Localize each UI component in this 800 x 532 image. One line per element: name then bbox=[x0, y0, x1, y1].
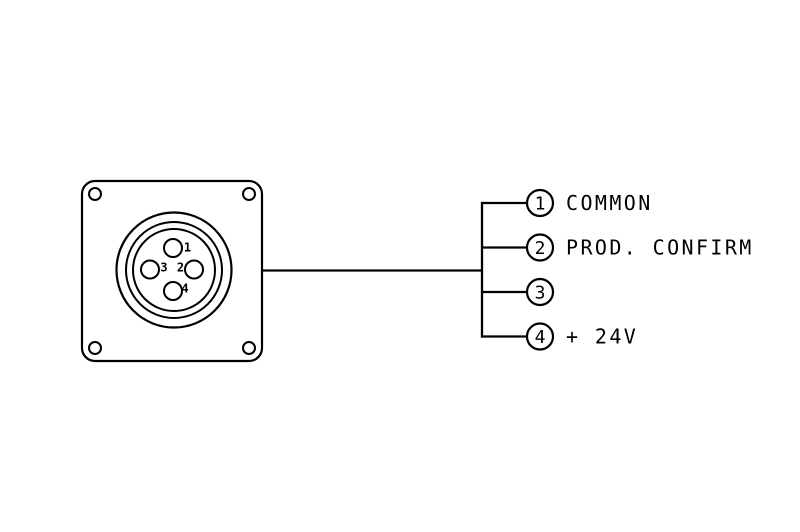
terminal-1: 1 COMMON bbox=[525, 188, 653, 218]
terminal-2-label: PROD. CONFIRM bbox=[566, 236, 754, 260]
pin-1-circle bbox=[163, 238, 183, 258]
terminal-4-number: 4 bbox=[535, 327, 546, 348]
faceplate-outline bbox=[80, 179, 264, 363]
mounting-hole-bottom-left bbox=[88, 341, 102, 355]
terminal-1-label: COMMON bbox=[566, 191, 653, 215]
pin-4-circle bbox=[163, 281, 183, 301]
pin-2-number: 2 bbox=[177, 261, 184, 275]
terminal-4: 4 + 24V bbox=[525, 322, 638, 351]
terminal-1-circle bbox=[525, 188, 555, 218]
pin-4-number: 4 bbox=[181, 282, 188, 296]
pin-1-number: 1 bbox=[184, 241, 191, 255]
terminal-3-circle bbox=[525, 277, 555, 307]
terminal-2-number: 2 bbox=[535, 238, 546, 259]
pin-2-circle bbox=[184, 259, 204, 280]
pin-2: 2 bbox=[177, 259, 204, 280]
connector-ring-middle bbox=[125, 221, 223, 319]
pin-1: 1 bbox=[163, 238, 191, 258]
terminal-1-number: 1 bbox=[535, 194, 546, 215]
terminal-2: 2 PROD. CONFIRM bbox=[525, 233, 754, 262]
terminal-2-circle bbox=[525, 233, 555, 262]
pin-4: 4 bbox=[163, 281, 189, 301]
mounting-hole-top-left bbox=[88, 187, 102, 201]
pin-3: 3 bbox=[140, 259, 168, 280]
terminal-3: 3 bbox=[525, 277, 555, 307]
connector-ring-inner bbox=[132, 228, 216, 312]
terminal-4-circle bbox=[525, 322, 555, 351]
mounting-hole-bottom-right bbox=[242, 341, 256, 355]
terminal-3-number: 3 bbox=[535, 283, 546, 304]
pin-3-number: 3 bbox=[160, 261, 167, 275]
connector-ring-outer bbox=[115, 211, 233, 329]
pin-3-circle bbox=[140, 259, 160, 280]
wiring bbox=[261, 201, 528, 338]
mounting-hole-top-right bbox=[242, 187, 256, 201]
terminal-4-label: + 24V bbox=[566, 325, 638, 349]
connector-faceplate: 1 2 3 4 bbox=[80, 179, 264, 363]
